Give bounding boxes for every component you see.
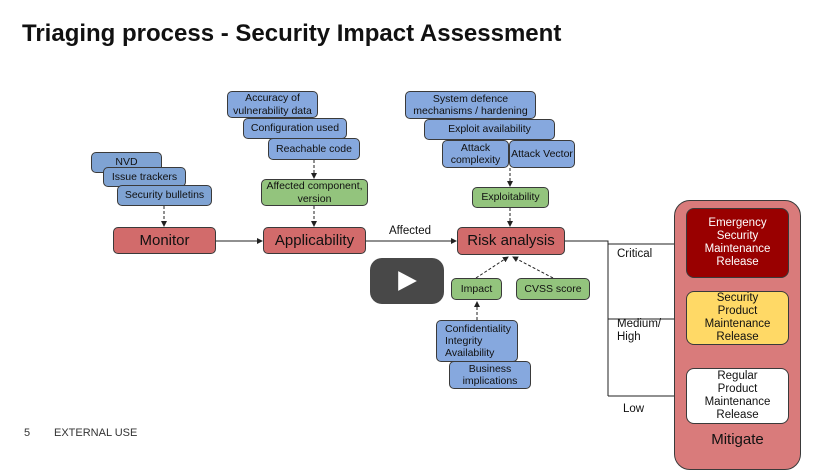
factor-exploit-availability: Exploit availability [424, 119, 555, 140]
factor-reachable-code: Reachable code [268, 138, 360, 160]
severity-medium-high: Medium/ High [617, 318, 662, 344]
factor-attack-vector: Attack Vector [509, 140, 575, 168]
edge-label-affected: Affected [389, 225, 431, 237]
page-number: 5 [24, 427, 31, 439]
cia-confidentiality: Confidentiality [445, 322, 511, 335]
severity-critical: Critical [617, 248, 653, 260]
cia-availability: Availability [445, 347, 495, 360]
factor-system-defence: System defence mechanisms / hardening [405, 91, 536, 119]
affected-component-node: Affected component, version [261, 179, 368, 206]
source-security-bulletins: Security bulletins [117, 185, 212, 206]
play-icon [398, 271, 417, 291]
factor-configuration: Configuration used [243, 118, 347, 139]
footer-label: EXTERNAL USE [54, 427, 138, 439]
emergency-release: Emergency Security Maintenance Release [686, 208, 789, 278]
monitor-node: Monitor [113, 227, 216, 254]
severity-low: Low [623, 403, 645, 415]
cvss-score-node: CVSS score [516, 278, 590, 300]
impact-node: Impact [451, 278, 502, 300]
exploitability-node: Exploitability [472, 187, 549, 208]
play-button[interactable] [370, 258, 444, 304]
cia-integrity: Integrity [445, 334, 483, 347]
source-issue-trackers: Issue trackers [103, 167, 186, 187]
business-implications-node: Business implications [449, 361, 531, 389]
regular-product-release: Regular Product Maintenance Release [686, 368, 789, 424]
factor-attack-complexity: Attack complexity [442, 140, 509, 168]
mitigate-label: Mitigate [711, 431, 764, 448]
slide-title: Triaging process - Security Impact Asses… [22, 20, 562, 47]
factor-accuracy: Accuracy of vulnerability data [227, 91, 318, 118]
security-product-release: Security Product Maintenance Release [686, 291, 789, 345]
applicability-node: Applicability [263, 227, 366, 254]
cia-node: Confidentiality Integrity Availability [436, 320, 518, 362]
risk-analysis-node: Risk analysis [457, 227, 565, 255]
connectors [161, 160, 686, 399]
